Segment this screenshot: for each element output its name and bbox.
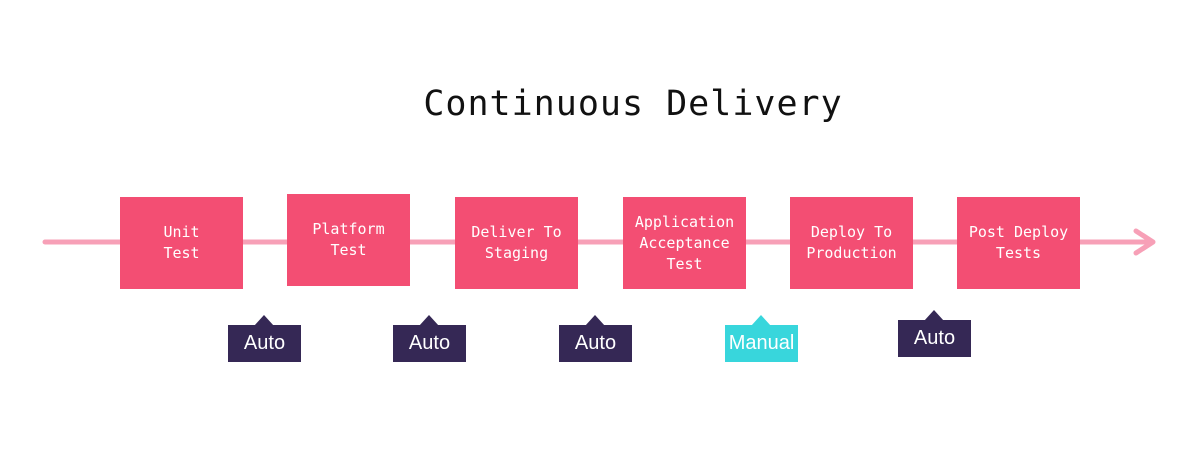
stage-platform-test: Platform Test	[287, 194, 410, 286]
gate-label: Auto	[574, 332, 617, 354]
gate-label: Manual	[728, 332, 795, 354]
gate-manual: Manual	[725, 315, 798, 362]
gate-auto-4: Auto	[898, 310, 971, 357]
stage-deliver-to-staging: Deliver To Staging	[455, 197, 578, 289]
gate-label: Auto	[408, 332, 451, 354]
gate-auto-2: Auto	[393, 315, 466, 362]
gate-pointer	[585, 315, 605, 326]
stage-unit-test: Unit Test	[120, 197, 243, 289]
gate-pointer	[254, 315, 274, 326]
stage-deploy-to-production: Deploy To Production	[790, 197, 913, 289]
pipeline-arrow-head	[1133, 228, 1156, 256]
gate-auto-1: Auto	[228, 315, 301, 362]
gate-pointer	[751, 315, 771, 326]
stage-application-acceptance-test: Application Acceptance Test	[623, 197, 746, 289]
stage-post-deploy-tests: Post Deploy Tests	[957, 197, 1080, 289]
diagram-title: Continuous Delivery	[423, 84, 843, 124]
gate-auto-3: Auto	[559, 315, 632, 362]
gate-label: Auto	[913, 327, 956, 349]
gate-pointer	[924, 310, 944, 321]
gate-pointer	[419, 315, 439, 326]
gate-label: Auto	[243, 332, 286, 354]
